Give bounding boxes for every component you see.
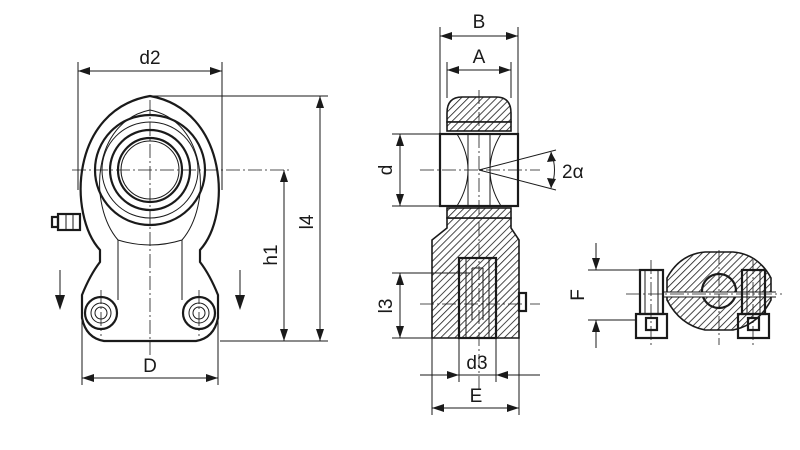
arrow-down-right: [235, 270, 245, 310]
label-two-alpha: 2α: [562, 162, 584, 183]
label-F: F: [568, 289, 589, 301]
housing-section-top: [446, 96, 512, 123]
dimension-D: D: [81, 320, 219, 385]
clamp-detail-view: F: [568, 243, 782, 348]
label-B: B: [473, 12, 486, 33]
dimension-A: A: [446, 47, 512, 98]
label-l4: l4: [297, 214, 318, 229]
label-d: d: [376, 165, 397, 176]
arrow-down-left: [55, 270, 65, 310]
threaded-bore: [457, 256, 498, 340]
dimension-d: d: [376, 133, 440, 207]
label-d3: d3: [466, 353, 487, 374]
side-section-view: 2α B A d: [376, 12, 584, 415]
dimension-E: E: [431, 338, 520, 415]
housing-outline: [79, 94, 220, 343]
label-d2: d2: [139, 48, 160, 69]
grease-nipple: [50, 212, 82, 232]
dimension-h1: h1: [230, 170, 292, 342]
label-l3: l3: [376, 299, 397, 314]
dimension-d3: d3: [420, 338, 540, 382]
front-view: d2 D h1 l4: [50, 48, 328, 385]
clamp-bolt-right: [736, 268, 771, 340]
label-h1: h1: [261, 244, 282, 265]
dimension-B: B: [439, 12, 519, 134]
dimension-l4: l4: [150, 95, 328, 342]
housing-section-bottom: [431, 217, 520, 339]
dimension-l3: l3: [376, 272, 470, 339]
clamp-bolt-left: [634, 268, 669, 340]
label-E: E: [470, 386, 483, 407]
label-D: D: [143, 356, 157, 377]
dimension-d2: d2: [77, 48, 223, 190]
label-A: A: [473, 47, 486, 68]
dimension-F: F: [568, 243, 640, 348]
